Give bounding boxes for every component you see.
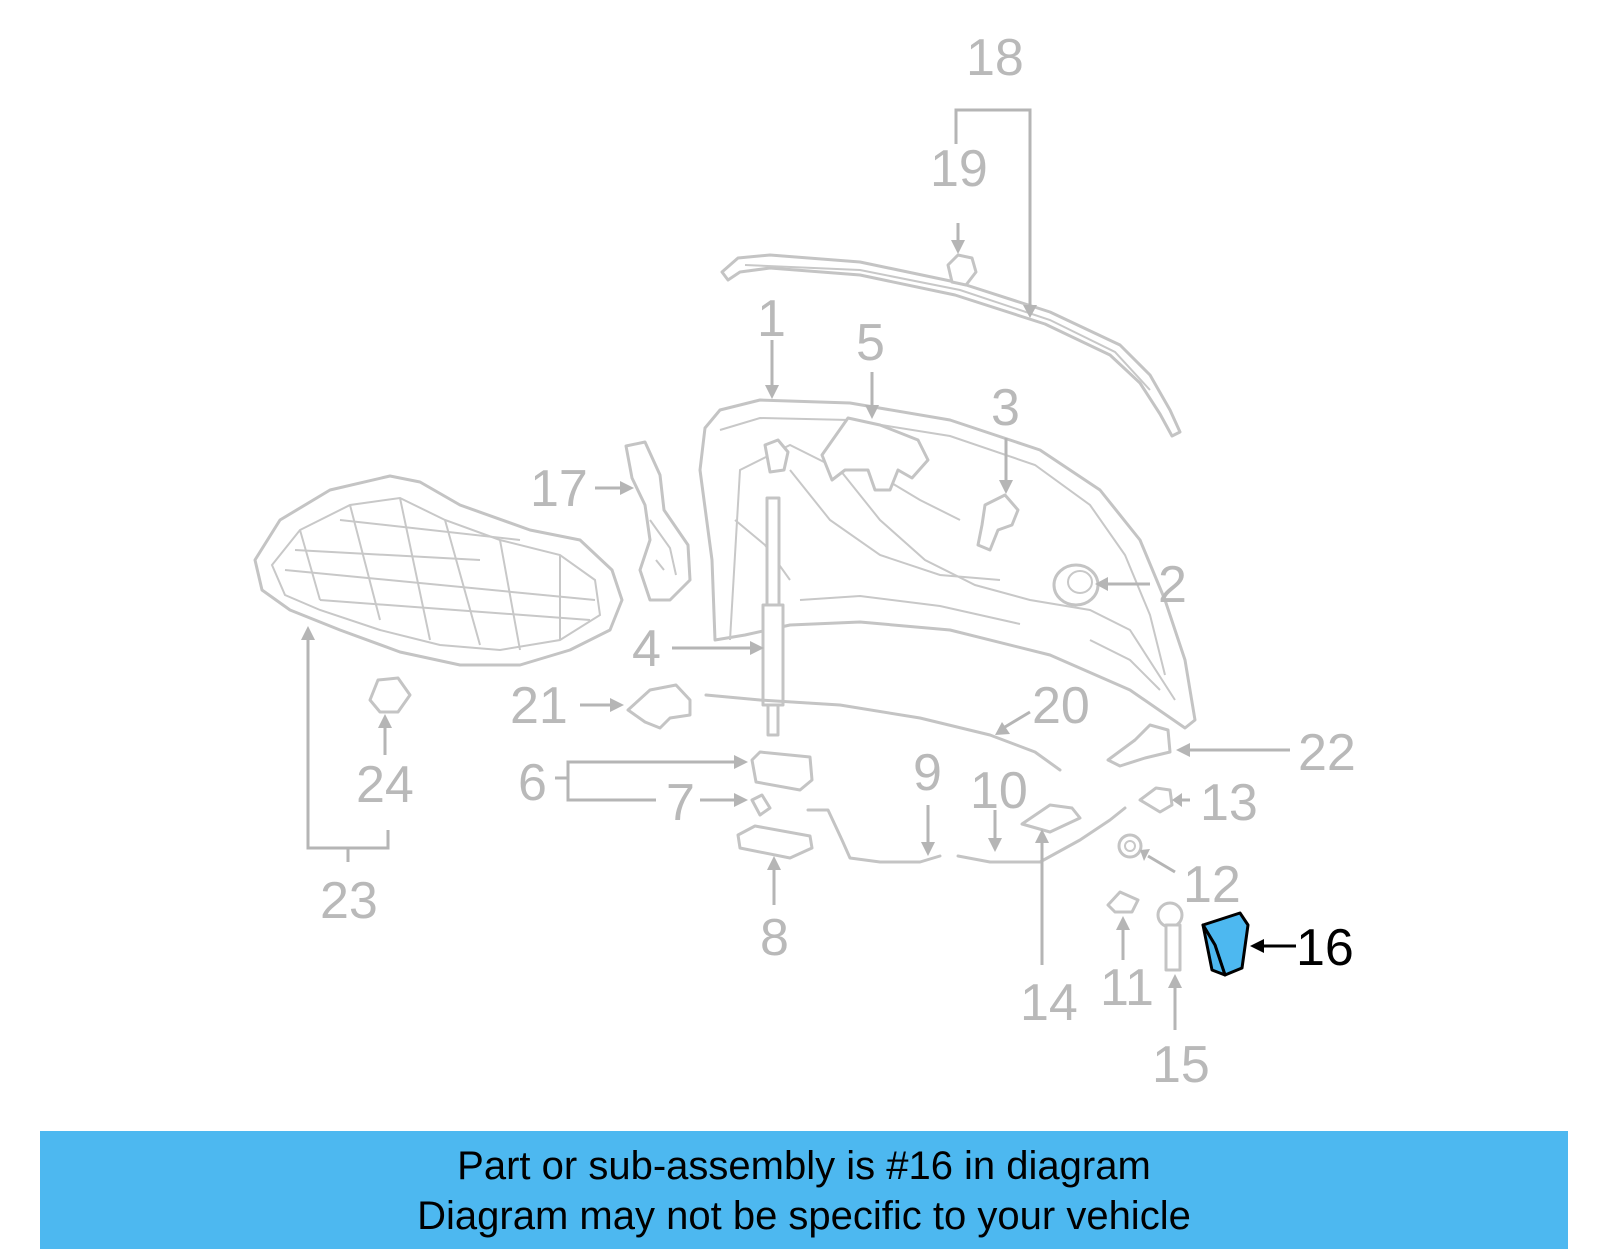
part-19-clip	[946, 253, 978, 287]
part-15-rod	[1156, 901, 1184, 972]
callout-24: 24	[356, 756, 414, 814]
part-4-strut	[761, 438, 790, 737]
leader-lines	[301, 108, 1296, 1030]
callout-6: 6	[518, 754, 547, 812]
callout-14: 14	[1020, 974, 1078, 1032]
callout-12: 12	[1183, 856, 1241, 914]
callout-19: 19	[930, 140, 988, 198]
callout-16-highlighted: 16	[1296, 919, 1354, 977]
callout-20: 20	[1032, 677, 1090, 735]
callout-23: 23	[320, 872, 378, 930]
callout-17: 17	[530, 460, 588, 518]
part-14-bracket	[1020, 803, 1082, 834]
part-20-cable	[704, 693, 1062, 772]
part-11-clip	[1106, 890, 1140, 914]
part-21-bracket	[626, 683, 692, 730]
part-16-highlighted	[1201, 911, 1250, 977]
callout-15: 15	[1152, 1036, 1210, 1094]
banner-line-2: Diagram may not be specific to your vehi…	[417, 1194, 1191, 1238]
part-18-weatherstrip	[720, 253, 1182, 438]
callout-21: 21	[510, 677, 568, 735]
callout-22: 22	[1298, 724, 1356, 782]
callout-18: 18	[966, 29, 1024, 87]
part-7-clip	[750, 793, 772, 817]
part-8-bracket	[736, 824, 814, 860]
part-6-lock	[750, 750, 814, 792]
part-12-grommet	[1117, 833, 1143, 859]
banner-line-1: Part or sub-assembly is #16 in diagram	[457, 1144, 1151, 1188]
callout-10: 10	[970, 762, 1028, 820]
part-10-rod	[956, 806, 1127, 864]
callout-9: 9	[913, 744, 942, 802]
part-3-bumper	[976, 493, 1020, 552]
callout-3: 3	[991, 379, 1020, 437]
parts-diagram: 18 19 1 5 3 2 17 4 21 20 22 24 6 7 9 10 …	[253, 29, 1356, 1094]
part-2-cap	[1052, 563, 1100, 607]
info-banner: Part or sub-assembly is #16 in diagram D…	[40, 1131, 1568, 1249]
part-13-clip	[1138, 786, 1174, 814]
callout-4: 4	[632, 620, 661, 678]
callout-8: 8	[760, 909, 789, 967]
callout-2: 2	[1158, 556, 1187, 614]
callout-11: 11	[1100, 959, 1154, 1017]
callout-5: 5	[856, 314, 885, 372]
part-9-rod	[806, 808, 942, 864]
part-17-hinge	[624, 440, 692, 602]
callout-1: 1	[757, 290, 786, 348]
part-24-clip	[368, 676, 412, 714]
part-5-bracket	[820, 416, 930, 492]
callout-13: 13	[1200, 774, 1258, 832]
callout-7: 7	[666, 774, 695, 832]
part-23-insulator	[253, 474, 624, 667]
part-22-bracket	[1106, 723, 1172, 768]
